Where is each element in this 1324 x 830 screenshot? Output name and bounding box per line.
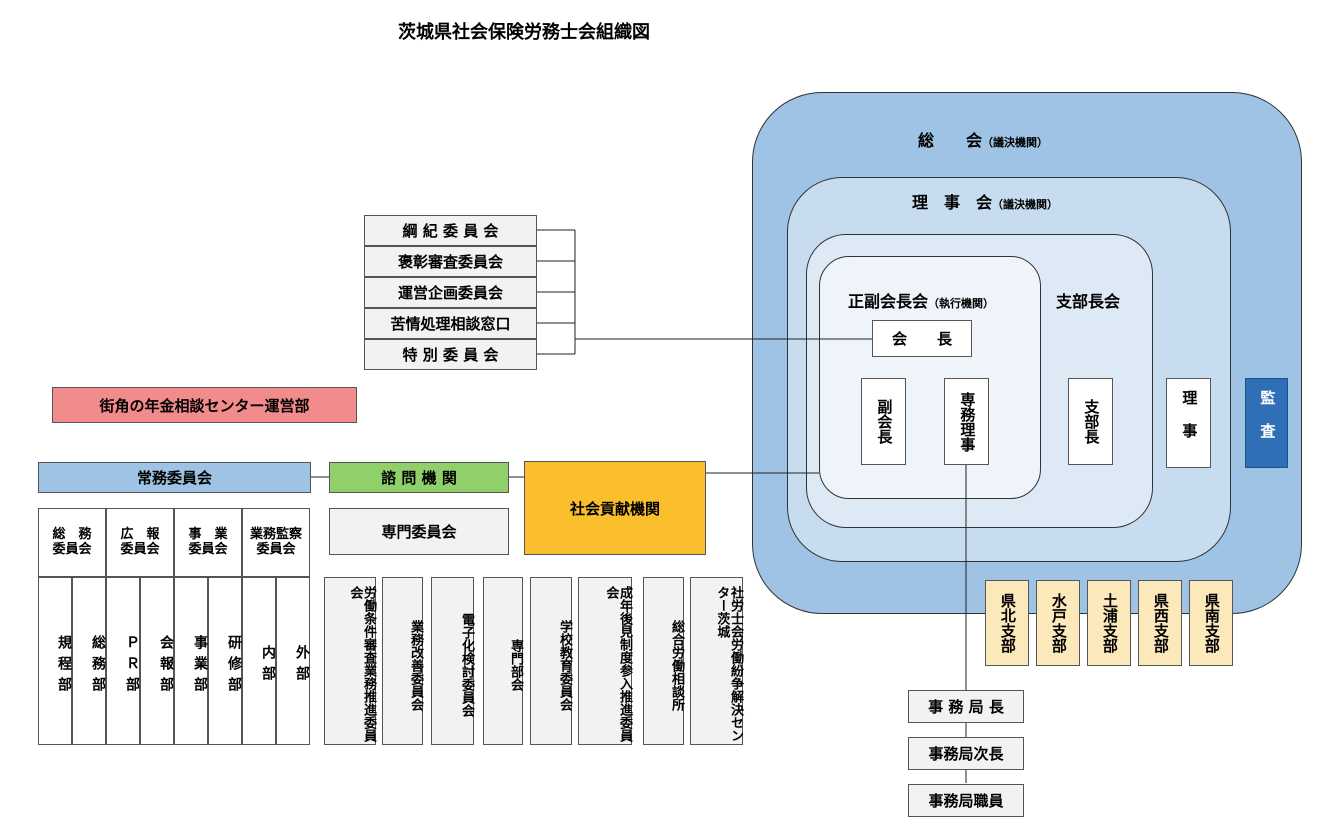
- auditor-box: 監査: [1245, 378, 1288, 468]
- branch-box: 県南支部: [1189, 580, 1233, 666]
- branch-head-box: 支部長: [1068, 378, 1113, 465]
- committee-item: 綱 紀 委 員 会: [364, 215, 537, 246]
- standing-dept-box: 事業部: [174, 577, 208, 745]
- standing-dept-box: ＰＲ部: [106, 577, 140, 745]
- social-contribution-box: 社会貢献機関: [524, 461, 706, 555]
- branch-box: 県北支部: [985, 580, 1029, 666]
- standing-dept-box: 研修部: [208, 577, 242, 745]
- executive-director-box: 専務理事: [944, 378, 989, 465]
- secretariat-box: 事務局職員: [908, 784, 1024, 817]
- secretariat-box: 事 務 局 長: [908, 690, 1024, 723]
- expert-committee-box: 専門委員会: [329, 508, 509, 555]
- president-box: 会 長: [872, 320, 972, 357]
- pension-center-box: 街角の年金相談センター運営部: [52, 387, 357, 423]
- standing-subcommittee-header: 総 務 委員会: [38, 508, 106, 577]
- social-sub-box: 社労士会労働紛争解決センター茨城: [690, 577, 743, 745]
- social-sub-box: 成年後見制度参入推進委員会: [578, 577, 632, 745]
- page-title: 茨城県社会保険労務士会組織図: [398, 22, 650, 43]
- committee-item: 褒彰審査委員会: [364, 246, 537, 277]
- general-assembly-label: 総 会（議決機関）: [918, 131, 1049, 150]
- standing-committee-box: 常務委員会: [38, 462, 311, 493]
- secretariat-box: 事務局次長: [908, 737, 1024, 770]
- branch-box: 土浦支部: [1087, 580, 1131, 666]
- executive-frame: [819, 256, 1041, 499]
- standing-subcommittee-header: 業務監察 委員会: [242, 508, 310, 577]
- standing-dept-box: 内部: [242, 577, 276, 745]
- expert-sub-box: 業務改善委員会: [382, 577, 423, 745]
- standing-dept-box: 総務部: [72, 577, 106, 745]
- branch-heads-meeting-label: 支部長会: [1056, 292, 1121, 311]
- expert-sub-box: 専門部会: [483, 577, 523, 745]
- committee-item: 苦情処理相談窓口: [364, 308, 537, 339]
- standing-dept-box: 外部: [276, 577, 310, 745]
- standing-dept-box: 規程部: [38, 577, 72, 745]
- expert-sub-box: 電子化検討委員会: [431, 577, 474, 745]
- vice-president-box: 副会長: [861, 378, 906, 465]
- committee-item: 特 別 委 員 会: [364, 339, 537, 370]
- committee-item: 運営企画委員会: [364, 277, 537, 308]
- executive-label: 正副会長会（執行機関）: [848, 292, 995, 311]
- advisory-box: 諮 問 機 関: [329, 462, 509, 493]
- director-box: 理事: [1166, 378, 1211, 468]
- social-sub-box: 学校教育委員会: [530, 577, 572, 745]
- social-sub-box: 総合労働相談所: [643, 577, 684, 745]
- branch-box: 水戸支部: [1036, 580, 1080, 666]
- expert-sub-box: 労働条件審査業務推進委員会: [324, 577, 376, 745]
- standing-dept-box: 会報部: [140, 577, 174, 745]
- branch-box: 県西支部: [1138, 580, 1182, 666]
- board-label: 理 事 会（議決機関）: [912, 193, 1059, 212]
- standing-subcommittee-header: 広 報 委員会: [106, 508, 174, 577]
- standing-subcommittee-header: 事 業 委員会: [174, 508, 242, 577]
